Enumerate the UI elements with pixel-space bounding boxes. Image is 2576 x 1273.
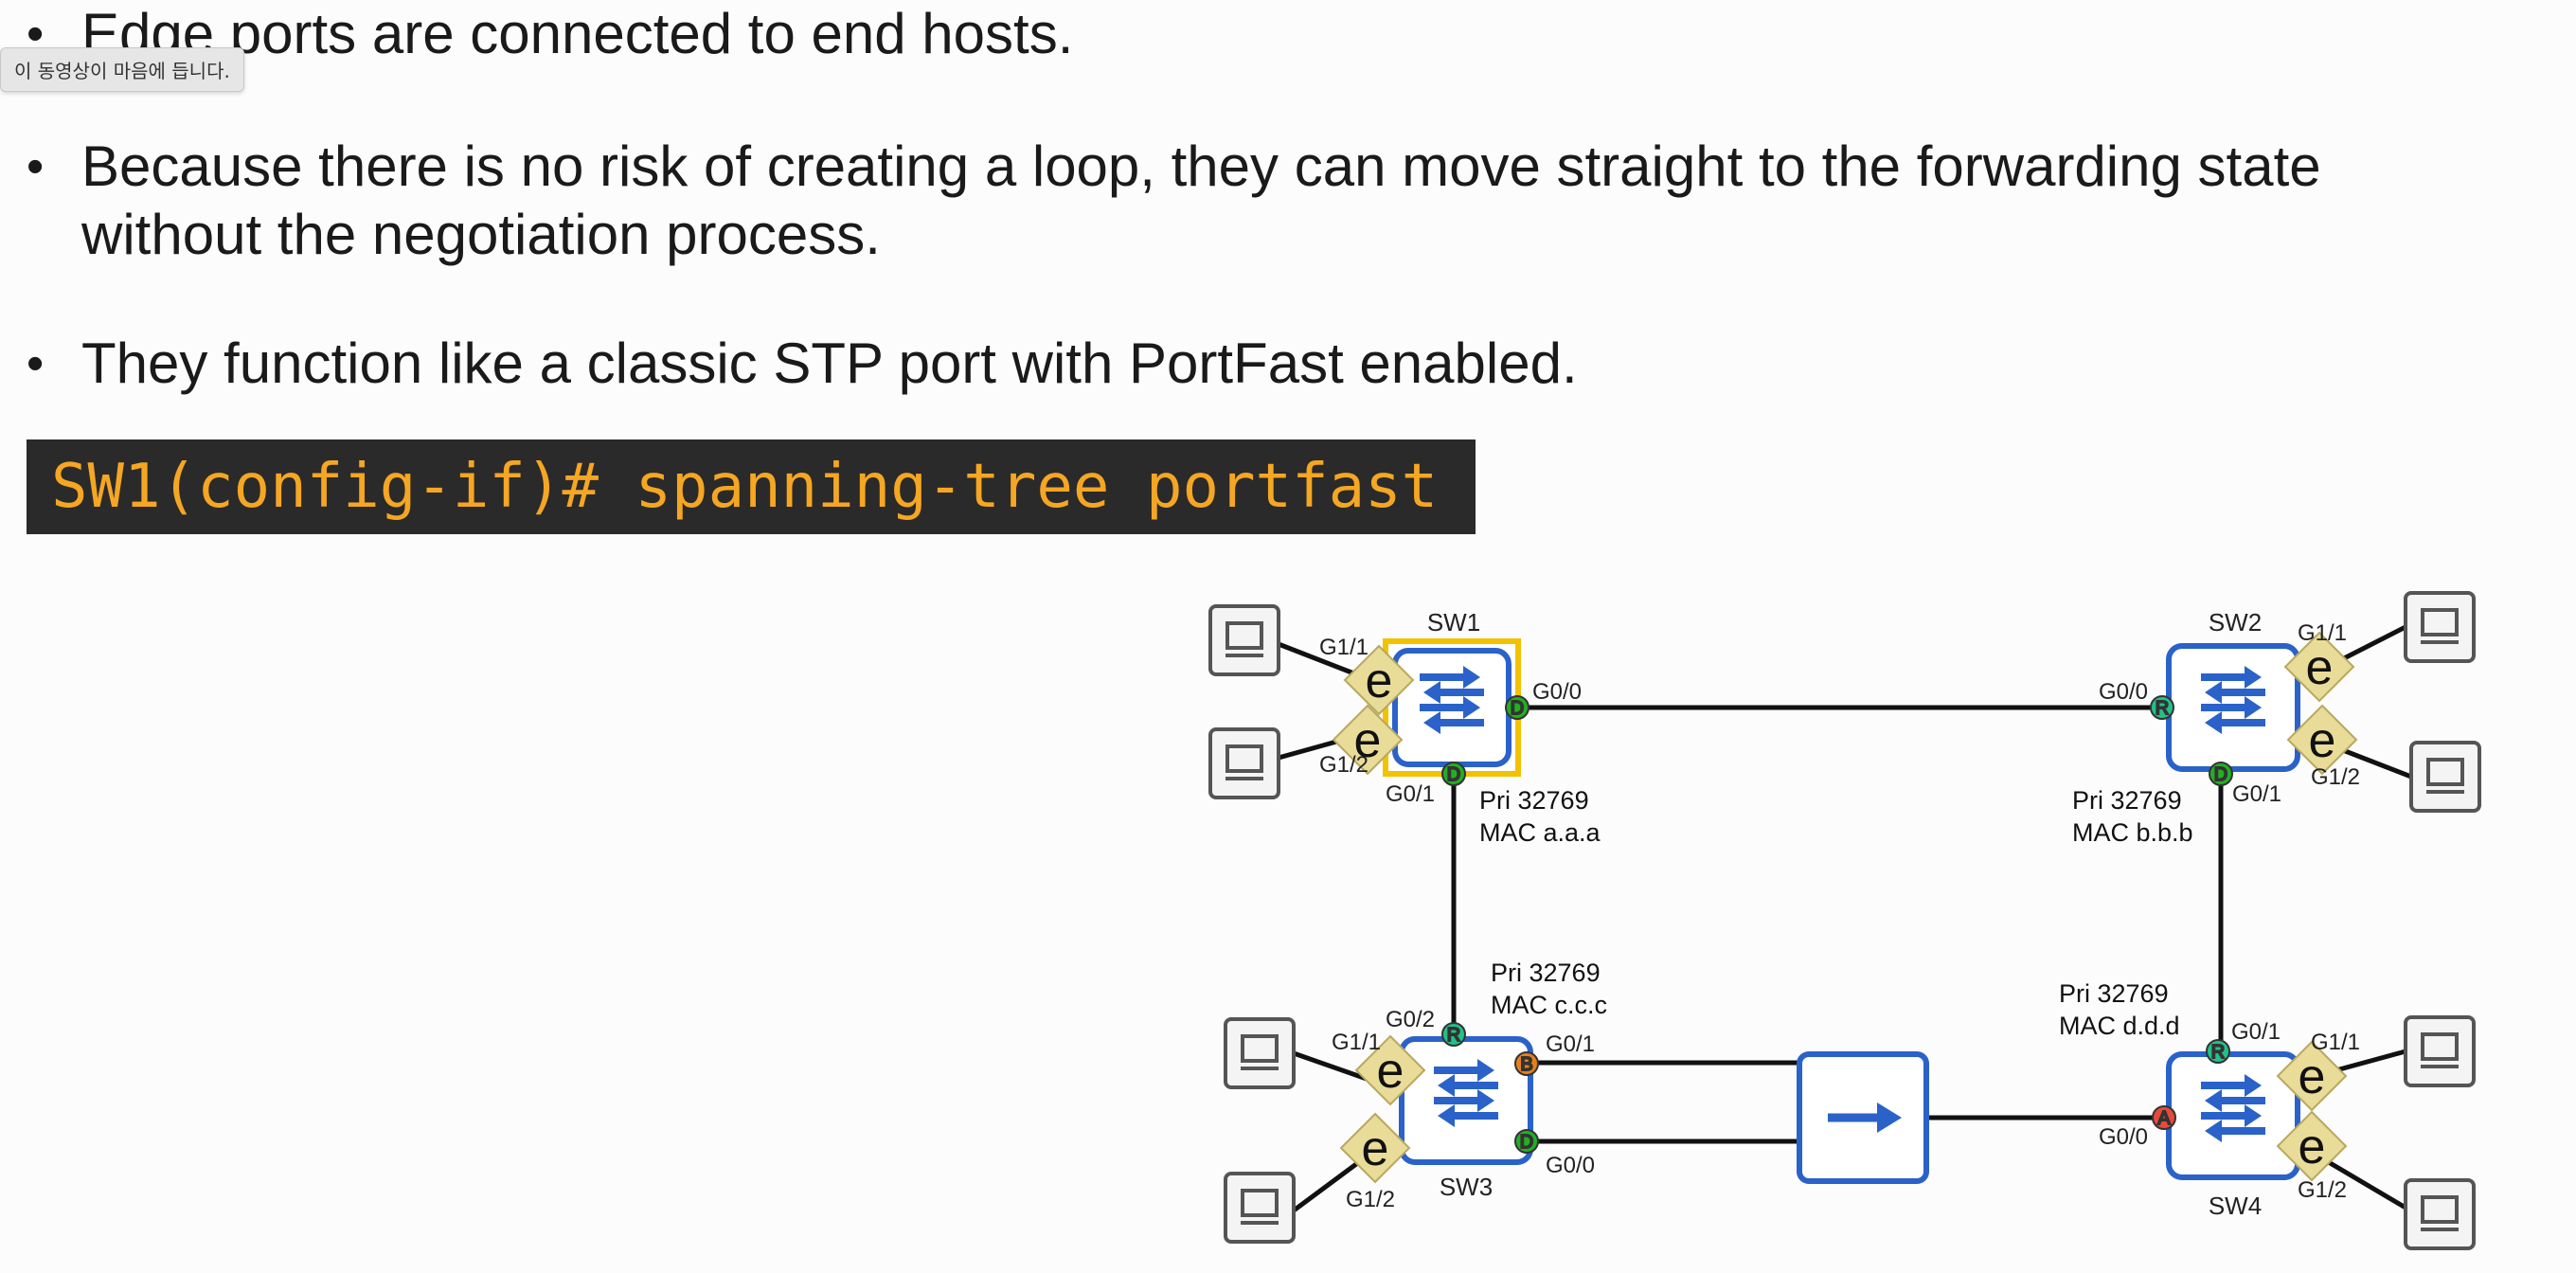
- edge-port-marker: e: [1339, 1112, 1411, 1184]
- port-label: G0/1: [1386, 781, 1435, 807]
- sw2-mac: MAC b.b.b: [2072, 818, 2193, 847]
- hub-device[interactable]: [1797, 1051, 1929, 1184]
- bullet-text-continued: without the negotiation process.: [81, 203, 881, 266]
- pc-icon: [1208, 604, 1280, 676]
- like-tooltip: 이 동영상이 마음에 듭니다.: [0, 47, 244, 92]
- svg-text:e: e: [2299, 1049, 2326, 1104]
- bullet-text: Edge ports are connected to end hosts.: [81, 2, 1074, 65]
- port-label: G0/0: [2099, 1124, 2148, 1150]
- port-label: G0/2: [1386, 1007, 1435, 1032]
- switch-sw4[interactable]: [2166, 1051, 2300, 1180]
- sw1-priority: Pri 32769: [1479, 786, 1589, 815]
- port-label: G1/1: [2298, 620, 2347, 646]
- svg-text:D: D: [1447, 764, 1460, 785]
- port-role-designated: D: [2209, 762, 2233, 786]
- port-role-alternate: A: [2152, 1105, 2176, 1130]
- switch-name: SW1: [1427, 608, 1480, 636]
- port-label: G1/2: [1319, 752, 1368, 778]
- svg-text:e: e: [1362, 1121, 1389, 1176]
- edge-port-marker: e: [1332, 704, 1404, 776]
- port-label: G0/0: [1546, 1153, 1595, 1178]
- port-label: G0/1: [1546, 1031, 1595, 1057]
- port-label: G1/1: [1319, 635, 1368, 660]
- svg-text:e: e: [2309, 713, 2336, 768]
- svg-text:e: e: [1377, 1044, 1404, 1099]
- svg-text:R: R: [1447, 1025, 1460, 1046]
- port-role-root: R: [1441, 1022, 1466, 1047]
- port-label: G1/1: [2311, 1030, 2360, 1055]
- switch-sw2[interactable]: [2166, 643, 2300, 772]
- sw1-mac: MAC a.a.a: [1479, 818, 1601, 847]
- svg-text:B: B: [1520, 1054, 1532, 1075]
- port-label: G0/0: [1532, 679, 1582, 705]
- sw3-priority: Pri 32769: [1491, 959, 1601, 987]
- sw4-priority: Pri 32769: [2059, 979, 2169, 1008]
- command-box: SW1(config-if)# spanning-tree portfast: [27, 439, 1476, 534]
- port-role-designated: D: [1514, 1129, 1539, 1154]
- switch-name: SW2: [2209, 608, 2262, 636]
- port-role-root: R: [2150, 695, 2174, 720]
- edge-port-marker: e: [1354, 1034, 1426, 1106]
- pc-icon: [2404, 1178, 2476, 1250]
- port-label: G1/2: [2311, 764, 2360, 790]
- links: [1278, 624, 2412, 1213]
- pc-icon: [2404, 1015, 2476, 1087]
- port-role-blocking: B: [1514, 1051, 1539, 1076]
- pc-icon: [2409, 741, 2481, 813]
- svg-text:A: A: [2157, 1108, 2171, 1129]
- bullet-marker: •: [27, 336, 45, 391]
- switch-sw3[interactable]: [1399, 1036, 1533, 1165]
- pc-icon: [1208, 727, 1280, 799]
- edge-port-marker: e: [2276, 1040, 2348, 1112]
- svg-text:e: e: [1354, 713, 1382, 768]
- pc-icon: [2404, 591, 2476, 663]
- edge-port-marker: e: [2283, 631, 2355, 703]
- svg-text:D: D: [1520, 1132, 1533, 1153]
- svg-text:D: D: [2214, 764, 2227, 785]
- pc-icon: [1224, 1017, 1296, 1089]
- sw4-mac: MAC d.d.d: [2059, 1012, 2180, 1040]
- pc-icon: [1224, 1172, 1296, 1244]
- port-role-designated: D: [1441, 762, 1466, 786]
- svg-text:e: e: [2299, 1120, 2326, 1174]
- link-pc-sw1-g11: [1278, 641, 1365, 680]
- sw3-mac: MAC c.c.c: [1491, 991, 1607, 1019]
- port-role-root: R: [2206, 1039, 2230, 1064]
- svg-text:e: e: [1366, 654, 1393, 708]
- port-label: G0/1: [2231, 1019, 2281, 1045]
- port-label: G1/2: [1346, 1187, 1395, 1212]
- port-label: G0/0: [2099, 679, 2148, 705]
- arrow-right-icon: [1828, 1103, 1902, 1133]
- svg-text:e: e: [2306, 640, 2334, 695]
- edge-port-marker: e: [2286, 704, 2358, 776]
- bullet-text: They function like a classic STP port wi…: [81, 332, 1578, 395]
- svg-text:R: R: [2211, 1042, 2225, 1063]
- command-text: SW1(config-if)# spanning-tree portfast: [51, 452, 1439, 522]
- switch-sw1[interactable]: [1383, 638, 1521, 777]
- sw2-priority: Pri 32769: [2072, 786, 2182, 815]
- bullet-text: Because there is no risk of creating a l…: [81, 134, 2321, 198]
- svg-text:D: D: [1511, 698, 1524, 719]
- switch-name: SW4: [2209, 1192, 2262, 1220]
- svg-text:R: R: [2156, 698, 2169, 719]
- bullet-marker: •: [27, 139, 45, 194]
- port-label: G0/1: [2232, 781, 2281, 807]
- switch-name: SW3: [1440, 1173, 1493, 1201]
- port-role-designated: D: [1505, 695, 1530, 720]
- edge-port-marker: e: [1343, 644, 1415, 716]
- edge-port-marker: e: [2276, 1110, 2348, 1182]
- port-label: G1/2: [2298, 1177, 2347, 1203]
- port-label: G1/1: [1332, 1030, 1381, 1055]
